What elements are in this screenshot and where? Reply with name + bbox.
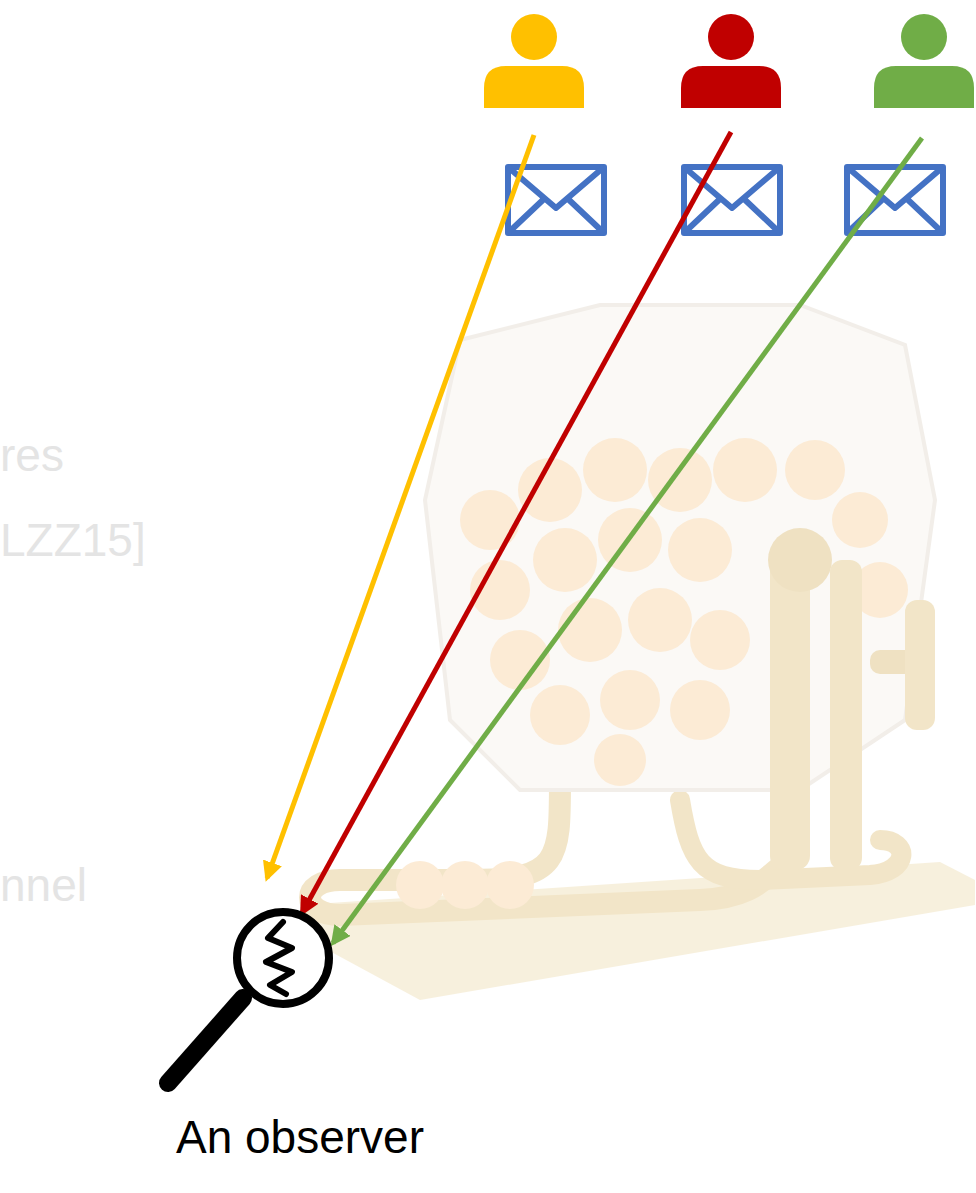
ball xyxy=(670,680,730,740)
ball xyxy=(558,598,622,662)
person-head xyxy=(511,14,557,60)
magnifier-handle xyxy=(168,998,243,1083)
signal-wave xyxy=(266,922,292,994)
ball xyxy=(628,588,692,652)
ball xyxy=(600,670,660,730)
person-icon xyxy=(484,14,584,108)
envelope-icon xyxy=(508,167,604,233)
person-head xyxy=(708,14,754,60)
ball xyxy=(460,490,520,550)
ball xyxy=(832,492,888,548)
person-body xyxy=(681,66,781,108)
envelope-flap xyxy=(508,167,604,233)
faded-text: nnel xyxy=(0,858,87,913)
ball xyxy=(486,861,534,909)
person-head xyxy=(901,14,947,60)
faded-text: res xyxy=(0,428,64,483)
crank-hub xyxy=(768,528,832,592)
observer-label: An observer xyxy=(110,1110,490,1165)
crank-stand xyxy=(830,560,862,870)
ball xyxy=(785,440,845,500)
observer-icon xyxy=(168,912,329,1083)
envelope-flap xyxy=(684,167,780,233)
person-body xyxy=(484,66,584,108)
ball xyxy=(441,861,489,909)
message-arrow xyxy=(302,132,731,913)
ball xyxy=(396,861,444,909)
ball xyxy=(713,438,777,502)
ball xyxy=(668,518,732,582)
person-body xyxy=(874,66,974,108)
observer-node: An observer xyxy=(110,1110,490,1180)
person-icon xyxy=(874,14,974,108)
person-icon xyxy=(681,14,781,108)
ball xyxy=(594,734,646,786)
ball xyxy=(518,458,582,522)
ball xyxy=(530,685,590,745)
ball xyxy=(533,528,597,592)
faded-text: LZZ15] xyxy=(0,513,146,568)
ball xyxy=(690,610,750,670)
message-arrow xyxy=(267,135,534,878)
lottery-machine xyxy=(300,305,975,1000)
ball xyxy=(583,438,647,502)
envelope-icon xyxy=(684,167,780,233)
message-arrow xyxy=(333,138,922,943)
ball-tube xyxy=(310,780,790,915)
crank-handle xyxy=(905,600,935,730)
magnifier-lens xyxy=(237,912,329,1004)
